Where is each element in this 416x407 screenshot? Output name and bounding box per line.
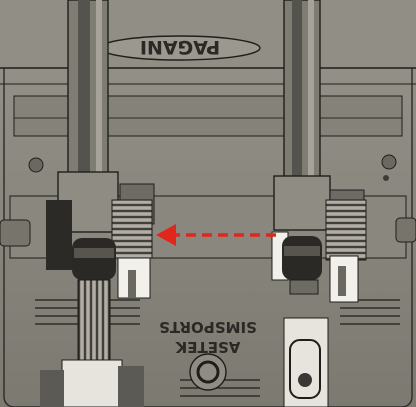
logo-emblem (189, 353, 227, 391)
screw-hole-left (28, 157, 44, 173)
screw-hole-right (381, 154, 397, 170)
manufacturer-subname: SIMSPORTS (159, 318, 257, 336)
brand-badge-text: PAGANI (140, 36, 220, 58)
manufacturer-logo: ASETEK SIMSPORTS (159, 318, 257, 356)
left-pedal-arm (40, 0, 155, 407)
right-knob (282, 236, 322, 280)
direction-arrow (156, 224, 276, 246)
manufacturer-name: ASETEK (174, 338, 240, 356)
arrow-head-icon (156, 224, 176, 246)
top-rail: PAGANI (0, 0, 416, 137)
left-vertical-spring (77, 279, 111, 361)
right-pedal-arm (271, 0, 367, 407)
left-spring (111, 199, 153, 259)
left-knob (72, 238, 116, 280)
right-spring (325, 199, 367, 261)
